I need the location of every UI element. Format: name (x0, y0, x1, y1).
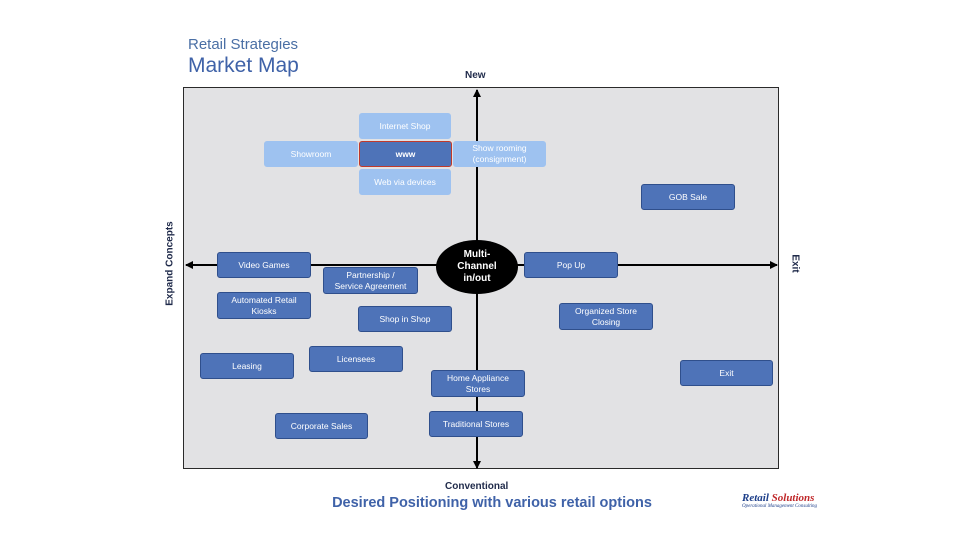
node-organized-store-closing: Organized Store Closing (559, 303, 653, 330)
node-web-via-devices: Web via devices (359, 169, 451, 195)
retail-solutions-logo: Retail Solutions Operational Management … (742, 492, 817, 509)
logo-word-retail: Retail (742, 492, 769, 504)
node-corporate-sales: Corporate Sales (275, 413, 368, 439)
center-line-2: Channel (457, 261, 497, 272)
axis-label-conventional: Conventional (445, 481, 509, 492)
node-shop-in-shop: Shop in Shop (358, 306, 452, 332)
node-video-games: Video Games (217, 252, 311, 278)
node-traditional-stores: Traditional Stores (429, 411, 523, 437)
node-internet-shop: Internet Shop (359, 113, 451, 139)
node-home-appliance-stores: Home Appliance Stores (431, 370, 525, 397)
node-show-rooming: Show rooming (consignment) (453, 141, 546, 167)
node-gob-sale: GOB Sale (641, 184, 735, 210)
header-title: Market Map (188, 54, 299, 77)
node-partnership: Partnership / Service Agreement (323, 267, 418, 294)
axis-label-exit: Exit (789, 254, 801, 273)
node-showroom: Showroom (264, 141, 358, 167)
center-line-3: in/out (463, 273, 491, 284)
node-exit: Exit (680, 360, 773, 386)
node-www: www (359, 141, 452, 167)
node-automated-retail-kiosks: Automated Retail Kiosks (217, 292, 311, 319)
logo-word-solutions: Solutions (771, 492, 815, 504)
footer-tagline: Desired Positioning with various retail … (332, 495, 652, 511)
node-pop-up: Pop Up (524, 252, 618, 278)
center-multichannel: Multi- Channel in/out (436, 240, 518, 294)
node-leasing: Leasing (200, 353, 294, 379)
node-licensees: Licensees (309, 346, 403, 372)
axis-label-expand-concepts: Expand Concepts (164, 221, 176, 306)
logo-subtitle: Operational Management Consulting (742, 504, 817, 509)
header-subtitle: Retail Strategies (188, 36, 299, 53)
center-line-1: Multi- (463, 249, 491, 260)
axis-label-new: New (465, 70, 486, 81)
